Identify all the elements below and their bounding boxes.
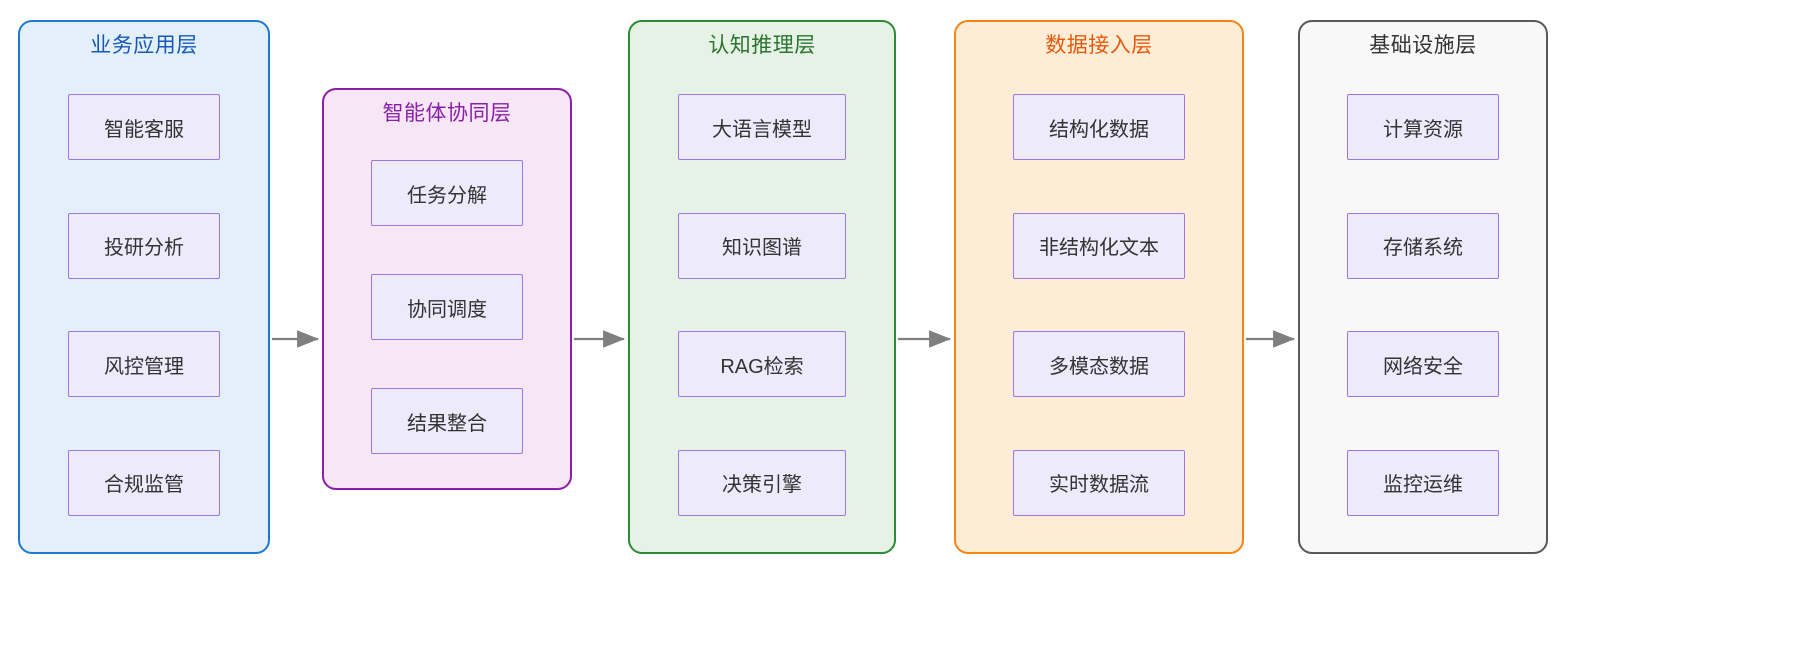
- layer-title-agent: 智能体协同层: [382, 102, 512, 125]
- node-cognition-0[interactable]: 大语言模型: [678, 94, 846, 161]
- node-business-0[interactable]: 智能客服: [68, 94, 220, 161]
- node-business-1[interactable]: 投研分析: [68, 212, 220, 279]
- node-cognition-2[interactable]: RAG检索: [678, 331, 846, 398]
- node-infrastructure-3[interactable]: 监控运维: [1347, 449, 1499, 516]
- node-data-2[interactable]: 多模态数据: [1013, 331, 1185, 398]
- node-agent-0[interactable]: 任务分解: [371, 160, 523, 226]
- node-cognition-3[interactable]: 决策引擎: [678, 449, 846, 516]
- node-data-1[interactable]: 非结构化文本: [1013, 212, 1185, 279]
- layer-container-cognition[interactable]: 认知推理层 大语言模型 知识图谱 RAG检索 决策引擎: [628, 20, 896, 554]
- node-data-3[interactable]: 实时数据流: [1013, 449, 1185, 516]
- node-stack-business: 智能客服 投研分析 风控管理 合规监管: [20, 66, 268, 552]
- node-agent-1[interactable]: 协同调度: [371, 274, 523, 340]
- node-business-2[interactable]: 风控管理: [68, 331, 220, 398]
- node-infrastructure-1[interactable]: 存储系统: [1347, 212, 1499, 279]
- node-stack-infrastructure: 计算资源 存储系统 网络安全 监控运维: [1300, 66, 1546, 552]
- node-infrastructure-0[interactable]: 计算资源: [1347, 94, 1499, 161]
- layer-title-data: 数据接入层: [1045, 34, 1153, 57]
- node-agent-2[interactable]: 结果整合: [371, 388, 523, 454]
- layer-container-data[interactable]: 数据接入层 结构化数据 非结构化文本 多模态数据 实时数据流: [954, 20, 1244, 554]
- layer-title-cognition: 认知推理层: [708, 34, 816, 57]
- node-stack-agent: 任务分解 协同调度 结果整合: [324, 134, 570, 488]
- node-stack-data: 结构化数据 非结构化文本 多模态数据 实时数据流: [956, 66, 1242, 552]
- layer-container-business[interactable]: 业务应用层 智能客服 投研分析 风控管理 合规监管: [18, 20, 270, 554]
- node-infrastructure-2[interactable]: 网络安全: [1347, 331, 1499, 398]
- node-data-0[interactable]: 结构化数据: [1013, 94, 1185, 161]
- node-business-3[interactable]: 合规监管: [68, 449, 220, 516]
- node-cognition-1[interactable]: 知识图谱: [678, 212, 846, 279]
- layer-container-agent[interactable]: 智能体协同层 任务分解 协同调度 结果整合: [322, 88, 572, 490]
- layer-title-business: 业务应用层: [90, 34, 198, 57]
- layer-container-infrastructure[interactable]: 基础设施层 计算资源 存储系统 网络安全 监控运维: [1298, 20, 1548, 554]
- layer-title-infrastructure: 基础设施层: [1369, 34, 1477, 57]
- node-stack-cognition: 大语言模型 知识图谱 RAG检索 决策引擎: [630, 66, 894, 552]
